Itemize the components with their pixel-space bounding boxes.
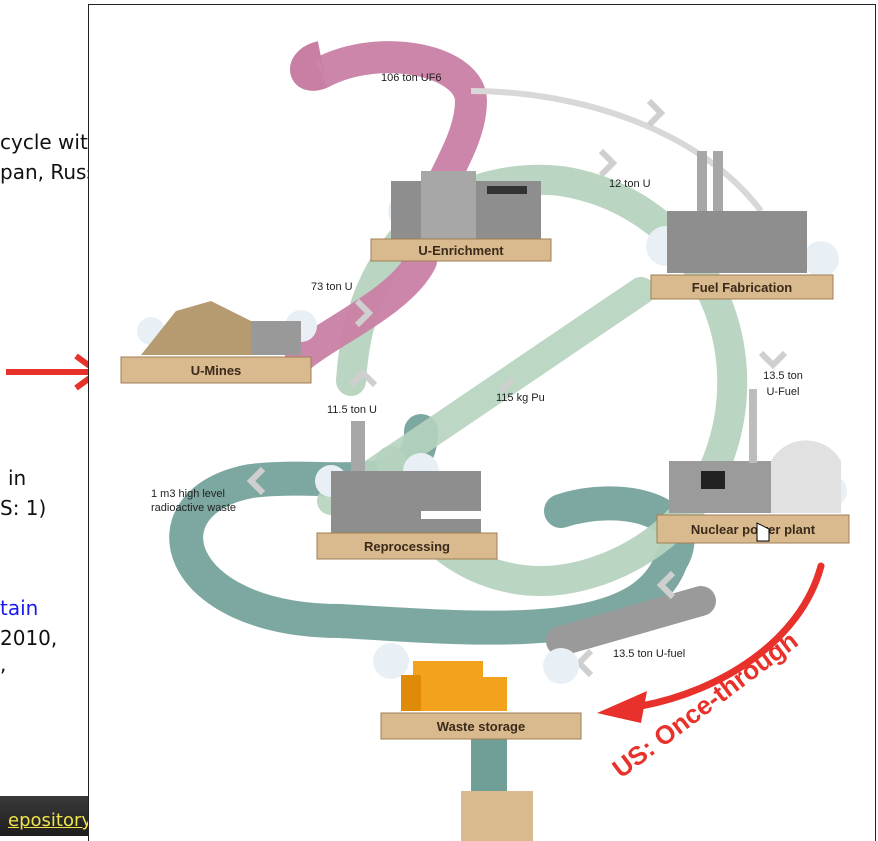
- flow-label-recovered-u: 11.5 ton U: [327, 404, 377, 416]
- u-mines-label: U-Mines: [191, 363, 242, 378]
- uf6-band-tail: [290, 41, 327, 91]
- fuel-fabrication-station: Fuel Fabrication: [650, 151, 834, 300]
- repository-block: [461, 791, 533, 841]
- flow-label-spent-fuel: 13.5 ton U-fuel: [613, 648, 685, 660]
- waste-storage-label: Waste storage: [437, 719, 525, 734]
- slide-text-line-6: 2010,: [0, 626, 58, 650]
- fuel-cycle-svg: U-Enrichment Fuel Fabrication U-Mines Nu…: [120, 41, 850, 841]
- slide-text-line-3: in: [8, 466, 27, 490]
- us-once-through-arrow: [597, 562, 825, 723]
- fuel-cycle-diagram: U-Enrichment Fuel Fabrication U-Mines Nu…: [88, 4, 876, 841]
- spent-fuel-band: [546, 586, 716, 656]
- top-thin-arc: [470, 88, 764, 213]
- flow-label-hlw-2: radioactive waste: [151, 502, 236, 514]
- u-enrichment-label: U-Enrichment: [418, 243, 504, 258]
- red-arrow-icon: [6, 353, 101, 391]
- plutonium-band: [317, 277, 655, 515]
- waste-storage-station: Waste storage: [380, 661, 582, 740]
- hand-cursor-icon: [756, 522, 770, 542]
- fuel-fabrication-label: Fuel Fabrication: [692, 280, 792, 295]
- flow-label-u-fuel-1: 13.5 ton: [763, 370, 803, 382]
- flow-label-hlw-1: 1 m3 high level: [151, 488, 225, 500]
- slide-link-text[interactable]: tain: [0, 596, 39, 620]
- flow-label-enriched-u: 12 ton U: [609, 178, 651, 190]
- chevron-icon: [246, 98, 788, 678]
- flow-label-mined-u: 73 ton U: [311, 281, 353, 293]
- reprocessing-label: Reprocessing: [364, 539, 450, 554]
- flow-label-u-fuel-2: U-Fuel: [766, 386, 799, 398]
- reprocessing-station: Reprocessing: [316, 421, 498, 560]
- flow-label-uf6: 106 ton UF6: [381, 72, 442, 84]
- flow-label-plutonium: 115 kg Pu: [496, 392, 545, 404]
- slide-text-line-7: ,: [0, 652, 7, 676]
- u-mines-station: U-Mines: [120, 301, 312, 384]
- u-enrichment-station: U-Enrichment: [370, 171, 552, 262]
- nuclear-power-plant-station: Nuclear power plant: [656, 389, 850, 544]
- nuclear-power-plant-label: Nuclear power plant: [691, 522, 816, 537]
- slide-text-line-4: S: 1): [0, 496, 47, 520]
